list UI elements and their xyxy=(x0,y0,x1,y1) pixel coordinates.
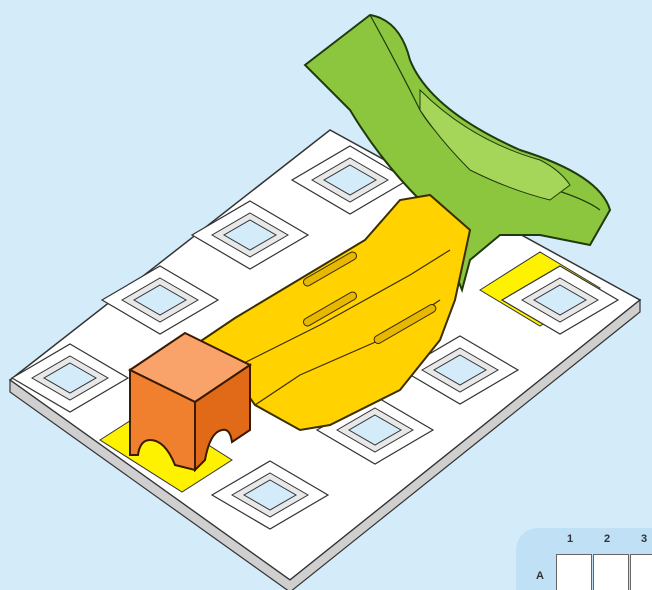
grid-key-cell xyxy=(593,554,629,590)
grid-key-col-2: 2 xyxy=(604,533,610,545)
grid-key-col-3: 3 xyxy=(641,533,647,545)
grid-key-cell xyxy=(556,554,592,590)
grid-key-col-1: 1 xyxy=(567,533,573,545)
grid-key-cell xyxy=(630,554,652,590)
grid-key: 1 2 3 A xyxy=(516,528,652,590)
grid-key-row-a: A xyxy=(536,570,544,582)
